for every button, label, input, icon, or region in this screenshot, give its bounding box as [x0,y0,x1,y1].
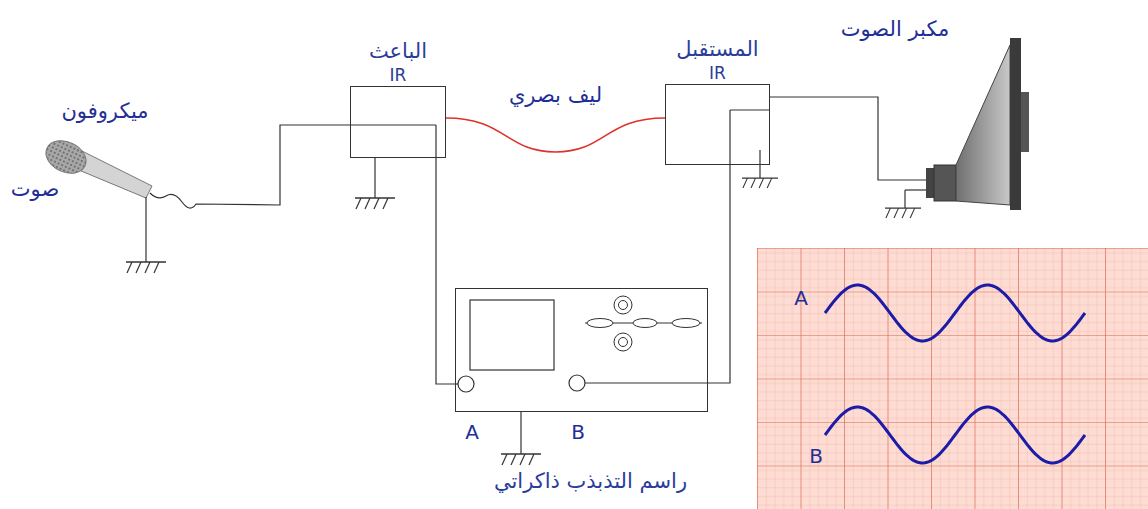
instrument-caption: راسم التذبذب ذاكراتي [494,469,687,494]
signal-label: A [794,286,808,310]
wire [730,109,770,110]
edge-label: ليف بصري [507,83,604,108]
unit-title: الباعث [369,39,427,64]
signal-label: B [809,444,823,468]
part-label: مكبر الصوت [841,17,950,42]
signal-wire [708,165,730,383]
ground-symbol [742,178,778,188]
unit-code: IR [709,63,726,83]
unit-outline [350,86,446,158]
ground-wire [759,150,760,178]
ground-symbol [355,198,395,209]
unit-outline [665,84,770,165]
oscilloscope-box: راسم التذبذب ذاكراتي [455,288,708,412]
wire [435,125,436,157]
ground-wire [374,157,375,198]
signal-wire [436,158,455,384]
ir-unit: المستقبلIR [665,26,770,165]
input-label: B [571,420,585,444]
microphone [41,125,350,273]
wire [350,124,436,125]
unit-title: المستقبل [676,37,758,62]
speaker [770,38,1029,218]
part-label: ميكروفون [61,99,148,124]
unit-code: IR [390,65,407,85]
ir-unit: الباعثIR [350,30,446,158]
input-label: A [465,420,479,444]
optical-fiber [446,118,665,152]
signal-graph [757,248,1148,509]
wire [729,110,730,165]
oscilloscope [455,296,708,465]
part-label: صوت [11,177,59,202]
